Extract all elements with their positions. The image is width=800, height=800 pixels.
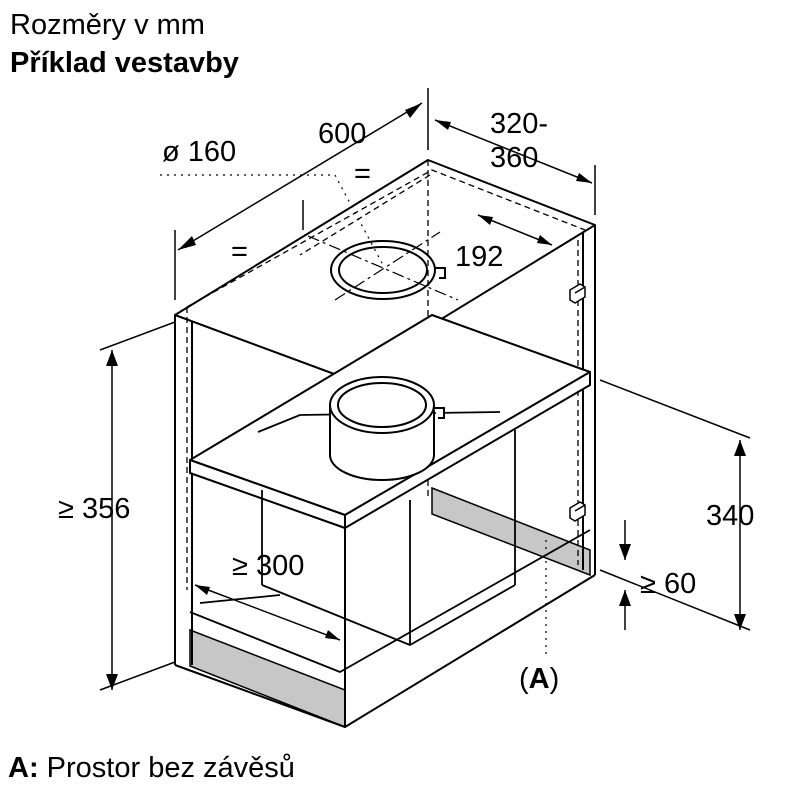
hidden-rear-diagonal: [299, 174, 431, 256]
dimension-labels: 600 320- 360 ø 160 = = 192 ≥ 356 ≥ 300 3…: [58, 108, 754, 695]
legend: A: Prostor bez závěsů: [8, 751, 295, 785]
hood-bottom: [261, 584, 516, 646]
niche-ext-top: [599, 379, 751, 439]
arrow-height-bottom: [106, 674, 118, 690]
top-duct-opening: [330, 240, 446, 300]
diagram-title: Rozměry v mm: [10, 9, 205, 41]
hood-duct-connector: [329, 376, 445, 481]
arrow-height-top: [106, 350, 118, 366]
center-line-1: [307, 235, 459, 301]
top-duct-ring-outer: [330, 240, 436, 300]
diameter-label: ø 160: [162, 136, 236, 168]
arrow-clearance-bottom: [619, 590, 631, 606]
min-clearance-label: ≥ 60: [640, 568, 696, 600]
arrow-niche-top: [734, 440, 746, 456]
center-lines: [160, 174, 547, 655]
hinge-icon-upper: [569, 283, 586, 304]
arrow-clearance-top: [619, 544, 631, 560]
width-dim-line: [177, 102, 423, 251]
zone-a-back-strip: [431, 486, 591, 577]
arrow-depth-right: [576, 173, 592, 183]
arrow-opening-left: [195, 585, 210, 595]
hinge-icon-lower: [569, 501, 586, 522]
hood-inner-front: [199, 594, 281, 604]
arrowheads: [106, 103, 746, 690]
arrow-depth-left: [435, 120, 451, 130]
width-label: 600: [318, 118, 366, 150]
arrow-opening-right: [325, 630, 340, 640]
center-line-2: [334, 231, 441, 301]
legend-text: Prostor bez závěsů: [38, 752, 295, 784]
hood-front-bottom: [189, 529, 591, 673]
hinges: [569, 283, 586, 522]
hidden-top-inner: [186, 169, 586, 308]
zone-a-marker: (A): [519, 663, 559, 695]
niche-ext-bottom: [599, 569, 751, 631]
arrow-width-right: [405, 103, 422, 118]
arrow-hole-right: [537, 235, 552, 245]
depth-dim-line: [434, 119, 593, 184]
diameter-leader-2: [334, 174, 384, 266]
hole-distance-label: 192: [455, 241, 503, 273]
connector-clip: [434, 407, 445, 419]
arrow-width-left: [178, 236, 196, 250]
dimension-lines: [99, 88, 751, 691]
height-ext-top: [99, 321, 176, 351]
min-height-label: ≥ 356: [58, 493, 130, 525]
legend-key: A:: [8, 752, 39, 784]
min-opening-label: ≥ 300: [232, 550, 304, 582]
connector-rim-inner: [337, 382, 427, 428]
diagram-subtitle: Příklad vestavby: [10, 47, 239, 79]
top-duct-ring-inner: [338, 246, 428, 294]
depth-label-line1: 320-: [490, 108, 548, 140]
top-duct-clip: [435, 267, 446, 279]
equal-mark-right: =: [354, 158, 371, 190]
arrow-hole-left: [478, 215, 493, 225]
cabinet-bottom-edge: [174, 574, 596, 728]
niche-height-label: 340: [706, 500, 754, 532]
equal-mark-left: =: [231, 236, 248, 268]
depth-label-line2: 360: [490, 142, 538, 174]
shelf-side-face: [344, 371, 591, 529]
opening-dim-line: [194, 584, 341, 641]
arrow-niche-bottom: [734, 614, 746, 630]
